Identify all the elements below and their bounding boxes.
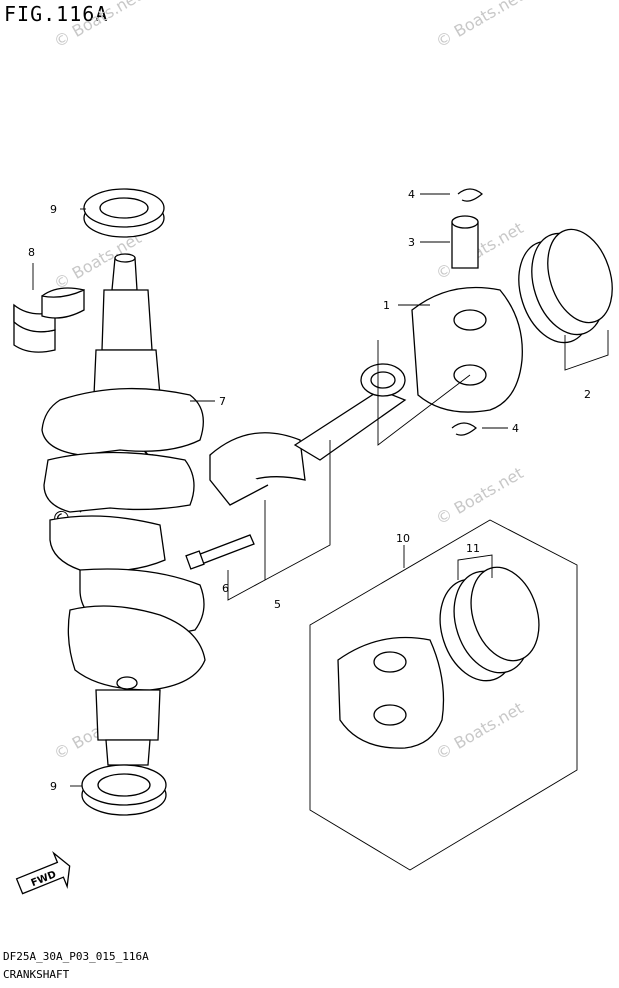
watermark: © Boats.net: [433, 218, 527, 283]
crankshaft: [41, 253, 206, 766]
watermark: © Boats.net: [433, 0, 527, 51]
figure-code: DF25A_30A_P03_015_116A: [3, 950, 149, 963]
callout-10: 10: [396, 532, 410, 545]
callout-11: 11: [466, 542, 480, 555]
callout-5: 5: [274, 598, 281, 611]
callout-8: 8: [28, 246, 35, 259]
callout-4-top: 4: [408, 188, 415, 201]
callout-7: 7: [219, 395, 226, 408]
piston-set-box: [309, 519, 578, 871]
leader-1b: [377, 340, 471, 446]
watermark: © Boats.net: [433, 463, 527, 528]
circlip-top: [457, 188, 483, 202]
piston-rings: [518, 228, 613, 344]
figure-name: CRANKSHAFT: [3, 968, 70, 981]
callout-9-bottom: 9: [50, 780, 57, 793]
callout-2: 2: [584, 388, 591, 401]
piston-set: [337, 636, 445, 749]
leader-2: [564, 330, 609, 371]
piston: [411, 286, 523, 413]
circlip-bottom: [451, 422, 477, 436]
figure-title: FIG.116A: [4, 2, 109, 26]
leader-5: [264, 440, 331, 581]
leader-5-6: [227, 500, 266, 601]
oil-seal-bottom: [81, 764, 167, 816]
oil-seal-top: [83, 188, 165, 238]
watermark: © Boats.net: [433, 698, 527, 763]
callout-1: 1: [383, 299, 390, 312]
callout-6: 6: [222, 582, 229, 595]
bolt: [185, 534, 255, 570]
callout-9-top: 9: [50, 203, 57, 216]
leader-11: [457, 554, 493, 580]
connecting-rod: [209, 363, 407, 506]
ring-set: [439, 566, 540, 682]
piston-pin: [451, 215, 479, 269]
bearing: [13, 287, 85, 353]
fwd-arrow-icon: FWD: [15, 850, 71, 895]
callout-3: 3: [408, 236, 415, 249]
callout-4-bottom: 4: [512, 422, 519, 435]
watermark: © Boats.net: [51, 0, 145, 51]
